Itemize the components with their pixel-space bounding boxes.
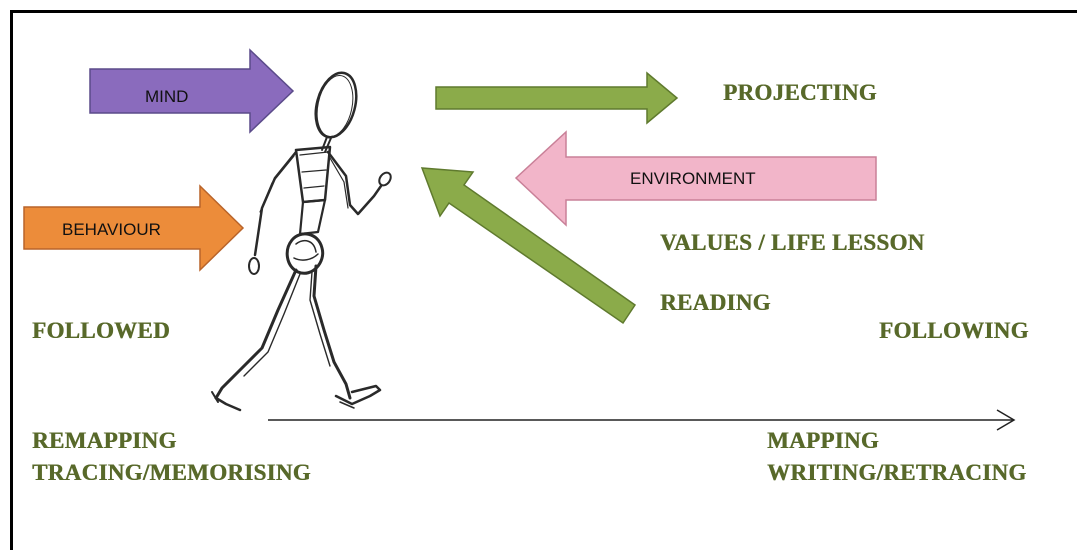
reading-label: READING — [660, 290, 771, 315]
values-life-lesson-label: VALUES / LIFE LESSON — [660, 230, 925, 255]
remapping-label: REMAPPING — [32, 428, 177, 453]
projecting-label: PROJECTING — [723, 80, 877, 105]
followed-label: FOLLOWED — [32, 318, 170, 343]
mapping-label: MAPPING — [767, 428, 879, 453]
environment-label: ENVIRONMENT — [630, 169, 756, 188]
projecting-arrow — [435, 71, 679, 125]
diagram-frame — [10, 10, 1077, 550]
mind-label: MIND — [145, 87, 189, 106]
behaviour-arrow — [23, 184, 245, 272]
diagram-canvas — [23, 48, 1016, 431]
environment-arrow — [514, 130, 877, 227]
walking-stick-figure-icon — [211, 71, 392, 412]
timeline-arrow — [268, 409, 1016, 431]
tracing-memorising-label: TRACING/MEMORISING — [32, 460, 311, 485]
reading-arrow — [420, 167, 637, 325]
following-label: FOLLOWING — [879, 318, 1029, 343]
writing-retracing-label: WRITING/RETRACING — [767, 460, 1027, 485]
mind-arrow — [89, 48, 295, 134]
behaviour-label: BEHAVIOUR — [62, 220, 161, 239]
